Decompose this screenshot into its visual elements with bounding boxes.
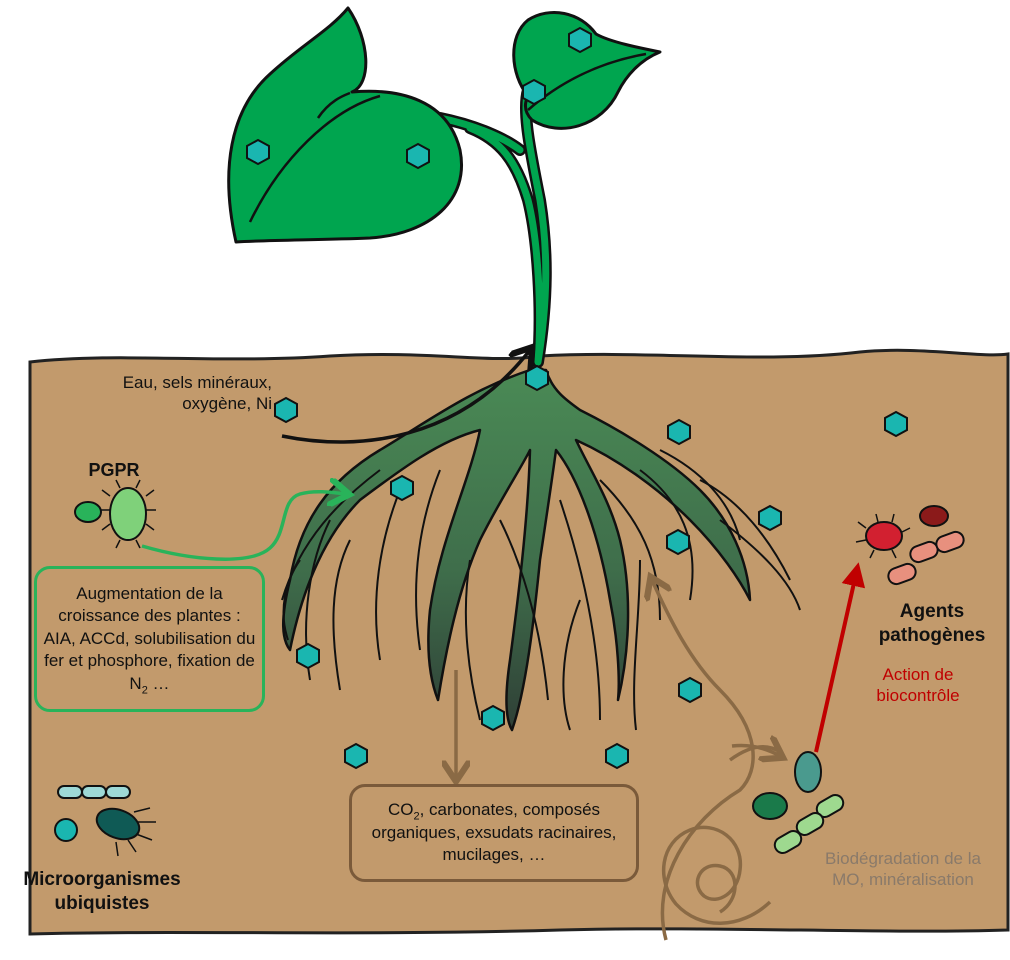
- hexagon-icon: [569, 28, 591, 52]
- hexagon-icon: [759, 506, 781, 530]
- hexagon-icon: [606, 744, 628, 768]
- exudates-co-text: CO: [388, 800, 414, 819]
- hexagon-icon: [345, 744, 367, 768]
- pgpr-title: PGPR: [84, 460, 144, 481]
- hexagon-icon: [391, 476, 413, 500]
- hexagon-icon: [523, 80, 545, 104]
- small-leaf: [514, 12, 660, 128]
- big-leaf: [229, 8, 462, 242]
- hexagon-icon: [679, 678, 701, 702]
- hexagon-icon: [247, 140, 269, 164]
- hexagon-icon: [667, 530, 689, 554]
- hexagon-icon: [275, 398, 297, 422]
- hexagon-icon: [668, 420, 690, 444]
- hexagon-icon: [526, 366, 548, 390]
- pathogens-label: Agents pathogènes: [872, 600, 992, 648]
- water-minerals-label: Eau, sels minéraux, oxygène, Ni: [112, 372, 272, 414]
- pgpr-effects-suffix: …: [148, 674, 170, 693]
- hexagon-icon: [885, 412, 907, 436]
- hexagon-icon: [407, 144, 429, 168]
- biodegradation-label: Biodégradation de la MO, minéralisation: [808, 848, 998, 890]
- ubiquitous-label: Microorganismes ubiquistes: [4, 868, 200, 916]
- biocontrol-label: Action de biocontrôle: [858, 664, 978, 706]
- hexagon-icon: [482, 706, 504, 730]
- hexagon-icon: [297, 644, 319, 668]
- pgpr-effects-box: Augmentation de la croissance des plante…: [34, 566, 265, 712]
- exudates-box: CO2, carbonates, composés organiques, ex…: [349, 784, 639, 882]
